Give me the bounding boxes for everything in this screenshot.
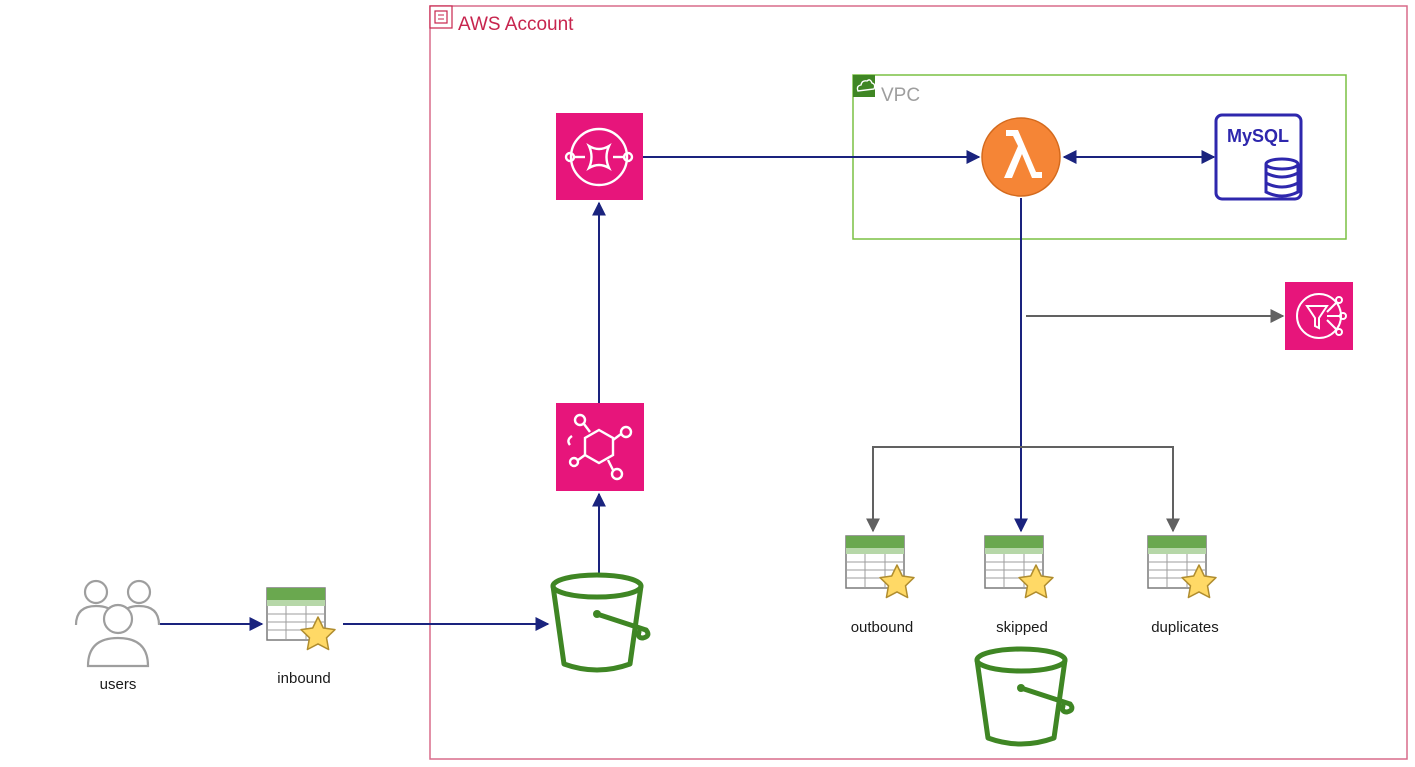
mysql-label: MySQL [1227,126,1289,146]
vpc-cloud-icon [853,75,876,97]
skipped-node: skipped [984,535,1054,636]
connectors [160,150,1285,631]
outbound-label: outbound [851,619,914,636]
skipped-table-star-icon [984,535,1054,599]
s3-output-bucket-icon [977,649,1072,744]
eventbridge-icon [556,403,644,491]
s3-inbound-bucket-icon [553,575,648,670]
users-icon [74,579,161,668]
inbound-table-star-icon [266,587,336,651]
duplicates-table-star-icon [1147,535,1217,599]
inbound-label: inbound [277,670,330,687]
vpc-label: VPC [881,85,920,106]
arrow-lambda-to-outbound [866,446,1021,533]
arrow-lambda-to-duplicates [1021,446,1180,533]
duplicates-node: duplicates [1147,535,1219,636]
aws-account-border [429,5,1408,760]
users-label: users [100,676,137,693]
outbound-table-star-icon [845,535,915,599]
duplicates-label: duplicates [1151,619,1219,636]
aws-account-label: AWS Account [458,14,574,35]
sns-topic-icon [1285,282,1353,350]
mysql-database-icon: MySQL [1214,113,1303,201]
users-node: users [74,579,161,693]
lambda-icon [981,117,1061,197]
aws-account-group: AWS Account [429,5,1408,760]
inbound-node: inbound [266,587,336,687]
aws-account-icon [429,5,453,29]
skipped-label: skipped [996,619,1048,636]
sqs-queue-icon [556,113,643,200]
outbound-node: outbound [845,535,915,636]
